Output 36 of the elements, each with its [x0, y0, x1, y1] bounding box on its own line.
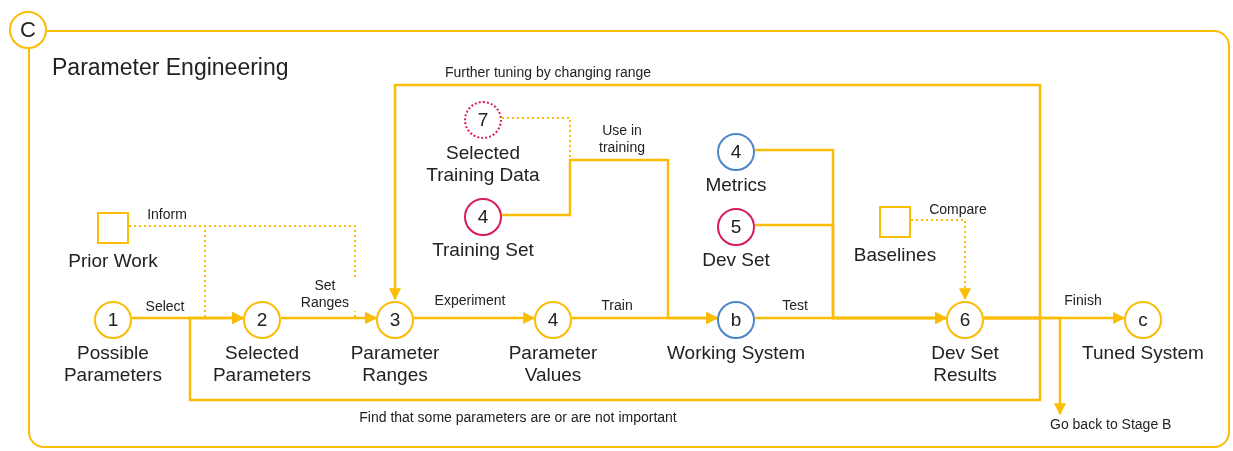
step-circle: 4 [717, 133, 755, 171]
source-label: Baselines [853, 244, 937, 267]
step-label: Training Set [432, 239, 534, 262]
step-label: Parameter Ranges [349, 342, 441, 387]
step-label: Working System [667, 342, 805, 365]
note-text: Go back to Stage B [1050, 416, 1172, 432]
step-label: Dev Set Results [930, 342, 1000, 387]
step-circle: 5 [717, 208, 755, 246]
step-circle: 3 [376, 301, 414, 339]
step-circle: 7 [464, 101, 502, 139]
step-label: Dev Set [702, 249, 770, 272]
source-label: Prior Work [68, 250, 158, 273]
step-circle: 4 [534, 301, 572, 339]
step-label: Selected Parameters [211, 342, 313, 387]
step-circle: 6 [946, 301, 984, 339]
arrow [755, 223, 948, 324]
stage-badge: C [9, 11, 47, 49]
step-label: Possible Parameters [62, 342, 164, 387]
edge-label: Find that some parameters are or are not important [357, 408, 679, 426]
arrow [188, 312, 1042, 402]
step-circle: c [1124, 301, 1162, 339]
step-circle: 2 [243, 301, 281, 339]
step-label: Tuned System [1082, 342, 1204, 365]
edge-label: Experiment [432, 291, 508, 309]
step-label: Selected Training Data [425, 142, 541, 187]
step-circle: b [717, 301, 755, 339]
arrow [281, 312, 378, 324]
arrow [389, 83, 1042, 320]
dotted-arrow [910, 219, 971, 301]
step-circle: 1 [94, 301, 132, 339]
arrow [414, 312, 536, 324]
step-circle: 4 [464, 198, 502, 236]
step-label: Metrics [705, 174, 767, 197]
step-label: Parameter Values [507, 342, 599, 387]
dotted-arrow [501, 117, 719, 324]
section-title: Parameter Engineering [52, 54, 289, 81]
